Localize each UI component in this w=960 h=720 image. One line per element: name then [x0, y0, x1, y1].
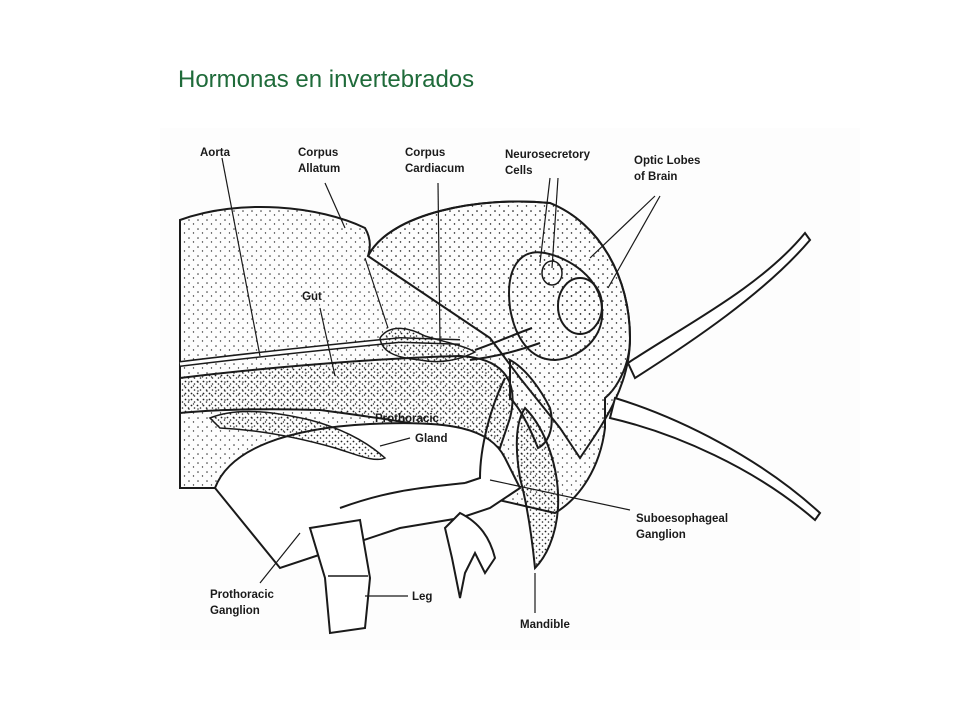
label-leg: Leg — [412, 591, 432, 603]
label-prothoracic-gland-2: Gland — [415, 433, 448, 445]
thorax-lower — [213, 422, 522, 570]
prothoracic-gland — [208, 410, 387, 461]
label-optic-lobes-2: of Brain — [634, 171, 677, 183]
label-corpus-cardiacum-2: Cardiacum — [405, 163, 464, 175]
label-subesophageal-1: Suboesophageal — [636, 513, 728, 525]
label-aorta: Aorta — [200, 147, 231, 159]
label-prothoracic-ganglion-2: Ganglion — [210, 605, 260, 617]
antenna-upper — [626, 231, 812, 380]
label-prothoracic-gland-1: Prothoracic — [375, 413, 440, 425]
label-neurosecretory-2: Cells — [505, 165, 533, 177]
label-gut: Gut — [302, 291, 322, 303]
label-corpus-allatum-2: Allatum — [298, 163, 340, 175]
mouthparts — [443, 511, 497, 599]
optic-lobe — [557, 277, 603, 335]
label-corpus-allatum-1: Corpus — [298, 147, 338, 159]
label-optic-lobes-1: Optic Lobes — [634, 155, 700, 167]
slide-title: Hormonas en invertebrados — [178, 66, 475, 93]
label-neurosecretory-1: Neurosecretory — [505, 149, 591, 161]
label-corpus-cardiacum-1: Corpus — [405, 147, 445, 159]
antenna-lower — [608, 396, 822, 522]
corpus-allatum-gland — [379, 327, 477, 363]
label-mandible: Mandible — [520, 619, 570, 631]
label-prothoracic-ganglion-1: Prothoracic — [210, 589, 275, 601]
mandible — [515, 406, 560, 571]
diagram-svg: Aorta Corpus Allatum Corpus Cardiacum Ne… — [179, 147, 822, 635]
label-subesophageal-2: Ganglion — [636, 529, 686, 541]
leader-lines — [221, 157, 661, 613]
insect-head-diagram: Aorta Corpus Allatum Corpus Cardiacum Ne… — [160, 128, 860, 650]
